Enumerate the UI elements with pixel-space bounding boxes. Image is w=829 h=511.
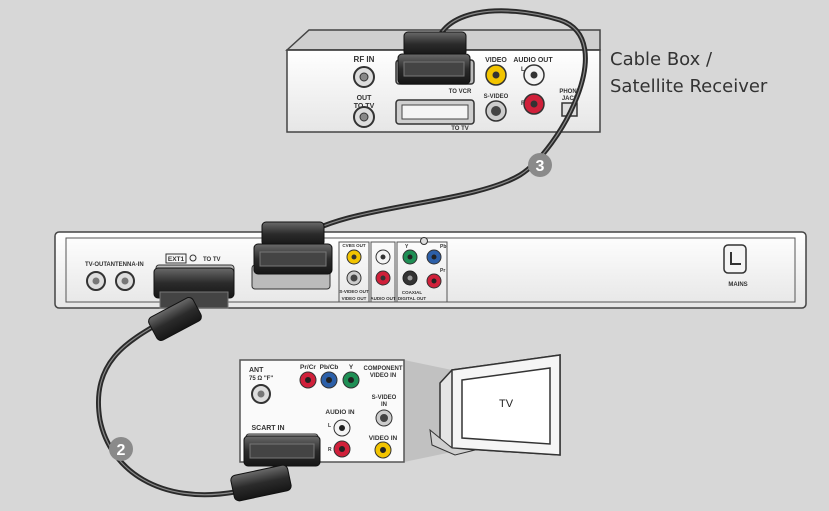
digital-out-label: DIGITAL OUT [398, 296, 427, 301]
tv-l-label: L [328, 423, 331, 429]
phone-jack-label-2: JACK [562, 96, 579, 102]
tv-ant-ohm-label: 75 Ω "F" [249, 376, 273, 382]
recorder-audio-r-jack[interactable] [375, 270, 391, 286]
scart-to-tv-label: TO TV [451, 126, 469, 132]
scart-to-vcr-label: TO VCR [449, 89, 472, 95]
s-video-out-label: S-VIDEO OUT [339, 289, 369, 294]
component-label-2: VIDEO IN [370, 373, 396, 379]
scart-plug-tv[interactable] [230, 435, 321, 502]
scart-cable-2 [96, 315, 238, 498]
mains-label: MAINS [728, 282, 747, 288]
s-video-out-jack[interactable] [346, 270, 362, 286]
recorder-audio-out-label: AUDIO OUT [370, 296, 396, 301]
cvbs-out-jack[interactable] [346, 249, 362, 265]
scart-plug-cable-box[interactable] [397, 31, 471, 85]
tv-s-video-label-1: S-VIDEO [372, 395, 397, 401]
scart-to-tv-socket[interactable] [395, 99, 475, 125]
mains-socket[interactable] [723, 244, 747, 274]
tv-audio-r-jack[interactable] [333, 440, 351, 458]
recorder-to-tv-label: TO TV [203, 257, 221, 263]
coaxial-out-jack[interactable] [402, 270, 418, 286]
antenna-in-jack[interactable] [115, 271, 135, 291]
audio-in-label: AUDIO IN [325, 409, 355, 416]
recorder-pb-label: Pb [440, 244, 446, 250]
video-out-label: VIDEO OUT [342, 296, 367, 301]
scart-cable-3-highlight [297, 10, 586, 241]
audio-out-l-jack[interactable] [523, 64, 545, 86]
tv-ant-label: ANT [249, 367, 264, 374]
step-badge-2: 2 [109, 437, 133, 461]
scart-plug-recorder-ext1[interactable] [147, 267, 235, 342]
tv-r-label: R [328, 447, 332, 453]
cable-box-label-line1: Cable Box / [610, 49, 713, 70]
scart-plug-recorder-ext2[interactable] [253, 221, 333, 275]
audio-out-label: AUDIO OUT [513, 57, 553, 64]
component-label-1: COMPONENT [364, 366, 403, 372]
recorder-pr-label: Pr [440, 268, 445, 274]
tv-ant-jack[interactable] [251, 384, 271, 404]
tv-out-label: TV-OUT [85, 262, 107, 268]
audio-out-r-jack[interactable] [523, 93, 545, 115]
step-3-label: 3 [536, 158, 545, 175]
audio-l-label: L [521, 67, 525, 73]
tv-pb-jack[interactable] [320, 371, 338, 389]
component-pb-jack[interactable] [426, 249, 442, 265]
component-pr-jack[interactable] [426, 273, 442, 289]
antenna-in-label: ANTENNA-IN [106, 262, 143, 268]
step-badge-3: 3 [528, 153, 552, 177]
tv-s-video-label-2: IN [381, 402, 387, 408]
s-video-label: S-VIDEO [484, 94, 509, 100]
ext1-label: EXT1 [168, 256, 185, 263]
recorder-y-label: Y [405, 244, 409, 250]
tv-pr-jack[interactable] [299, 371, 317, 389]
rf-in-jack[interactable] [353, 66, 375, 88]
tv-y-label: Y [349, 364, 354, 371]
television: TV [429, 354, 561, 456]
video-jack[interactable] [485, 64, 507, 86]
tv-label: TV [499, 398, 514, 410]
tv-video-in-jack[interactable] [374, 441, 392, 459]
tv-y-jack[interactable] [342, 371, 360, 389]
recorder-audio-l-jack[interactable] [375, 249, 391, 265]
component-y-jack[interactable] [402, 249, 418, 265]
video-label: VIDEO [485, 57, 507, 64]
scart-cable-2-highlight [97, 317, 236, 496]
coaxial-label: COAXIAL [402, 290, 423, 295]
tv-audio-l-jack[interactable] [333, 419, 351, 437]
s-video-jack[interactable] [485, 100, 507, 122]
phone-jack-label-1: PHONE [559, 89, 580, 95]
pb-cb-label: Pb/Cb [320, 364, 339, 371]
out-to-tv-jack[interactable] [353, 106, 375, 128]
tv-s-video-jack[interactable] [375, 409, 393, 427]
video-in-label: VIDEO IN [369, 435, 398, 442]
rf-in-label: RF IN [354, 55, 375, 64]
cable-box-label-line2: Satellite Receiver [610, 76, 768, 97]
pr-cr-label: Pr/Cr [300, 364, 316, 371]
out-to-tv-label-1: OUT [357, 95, 373, 102]
scart-in-label: SCART IN [251, 425, 284, 432]
step-2-label: 2 [117, 442, 126, 459]
cvbs-out-label: CVBS OUT [342, 243, 366, 248]
tv-out-jack[interactable] [86, 271, 106, 291]
